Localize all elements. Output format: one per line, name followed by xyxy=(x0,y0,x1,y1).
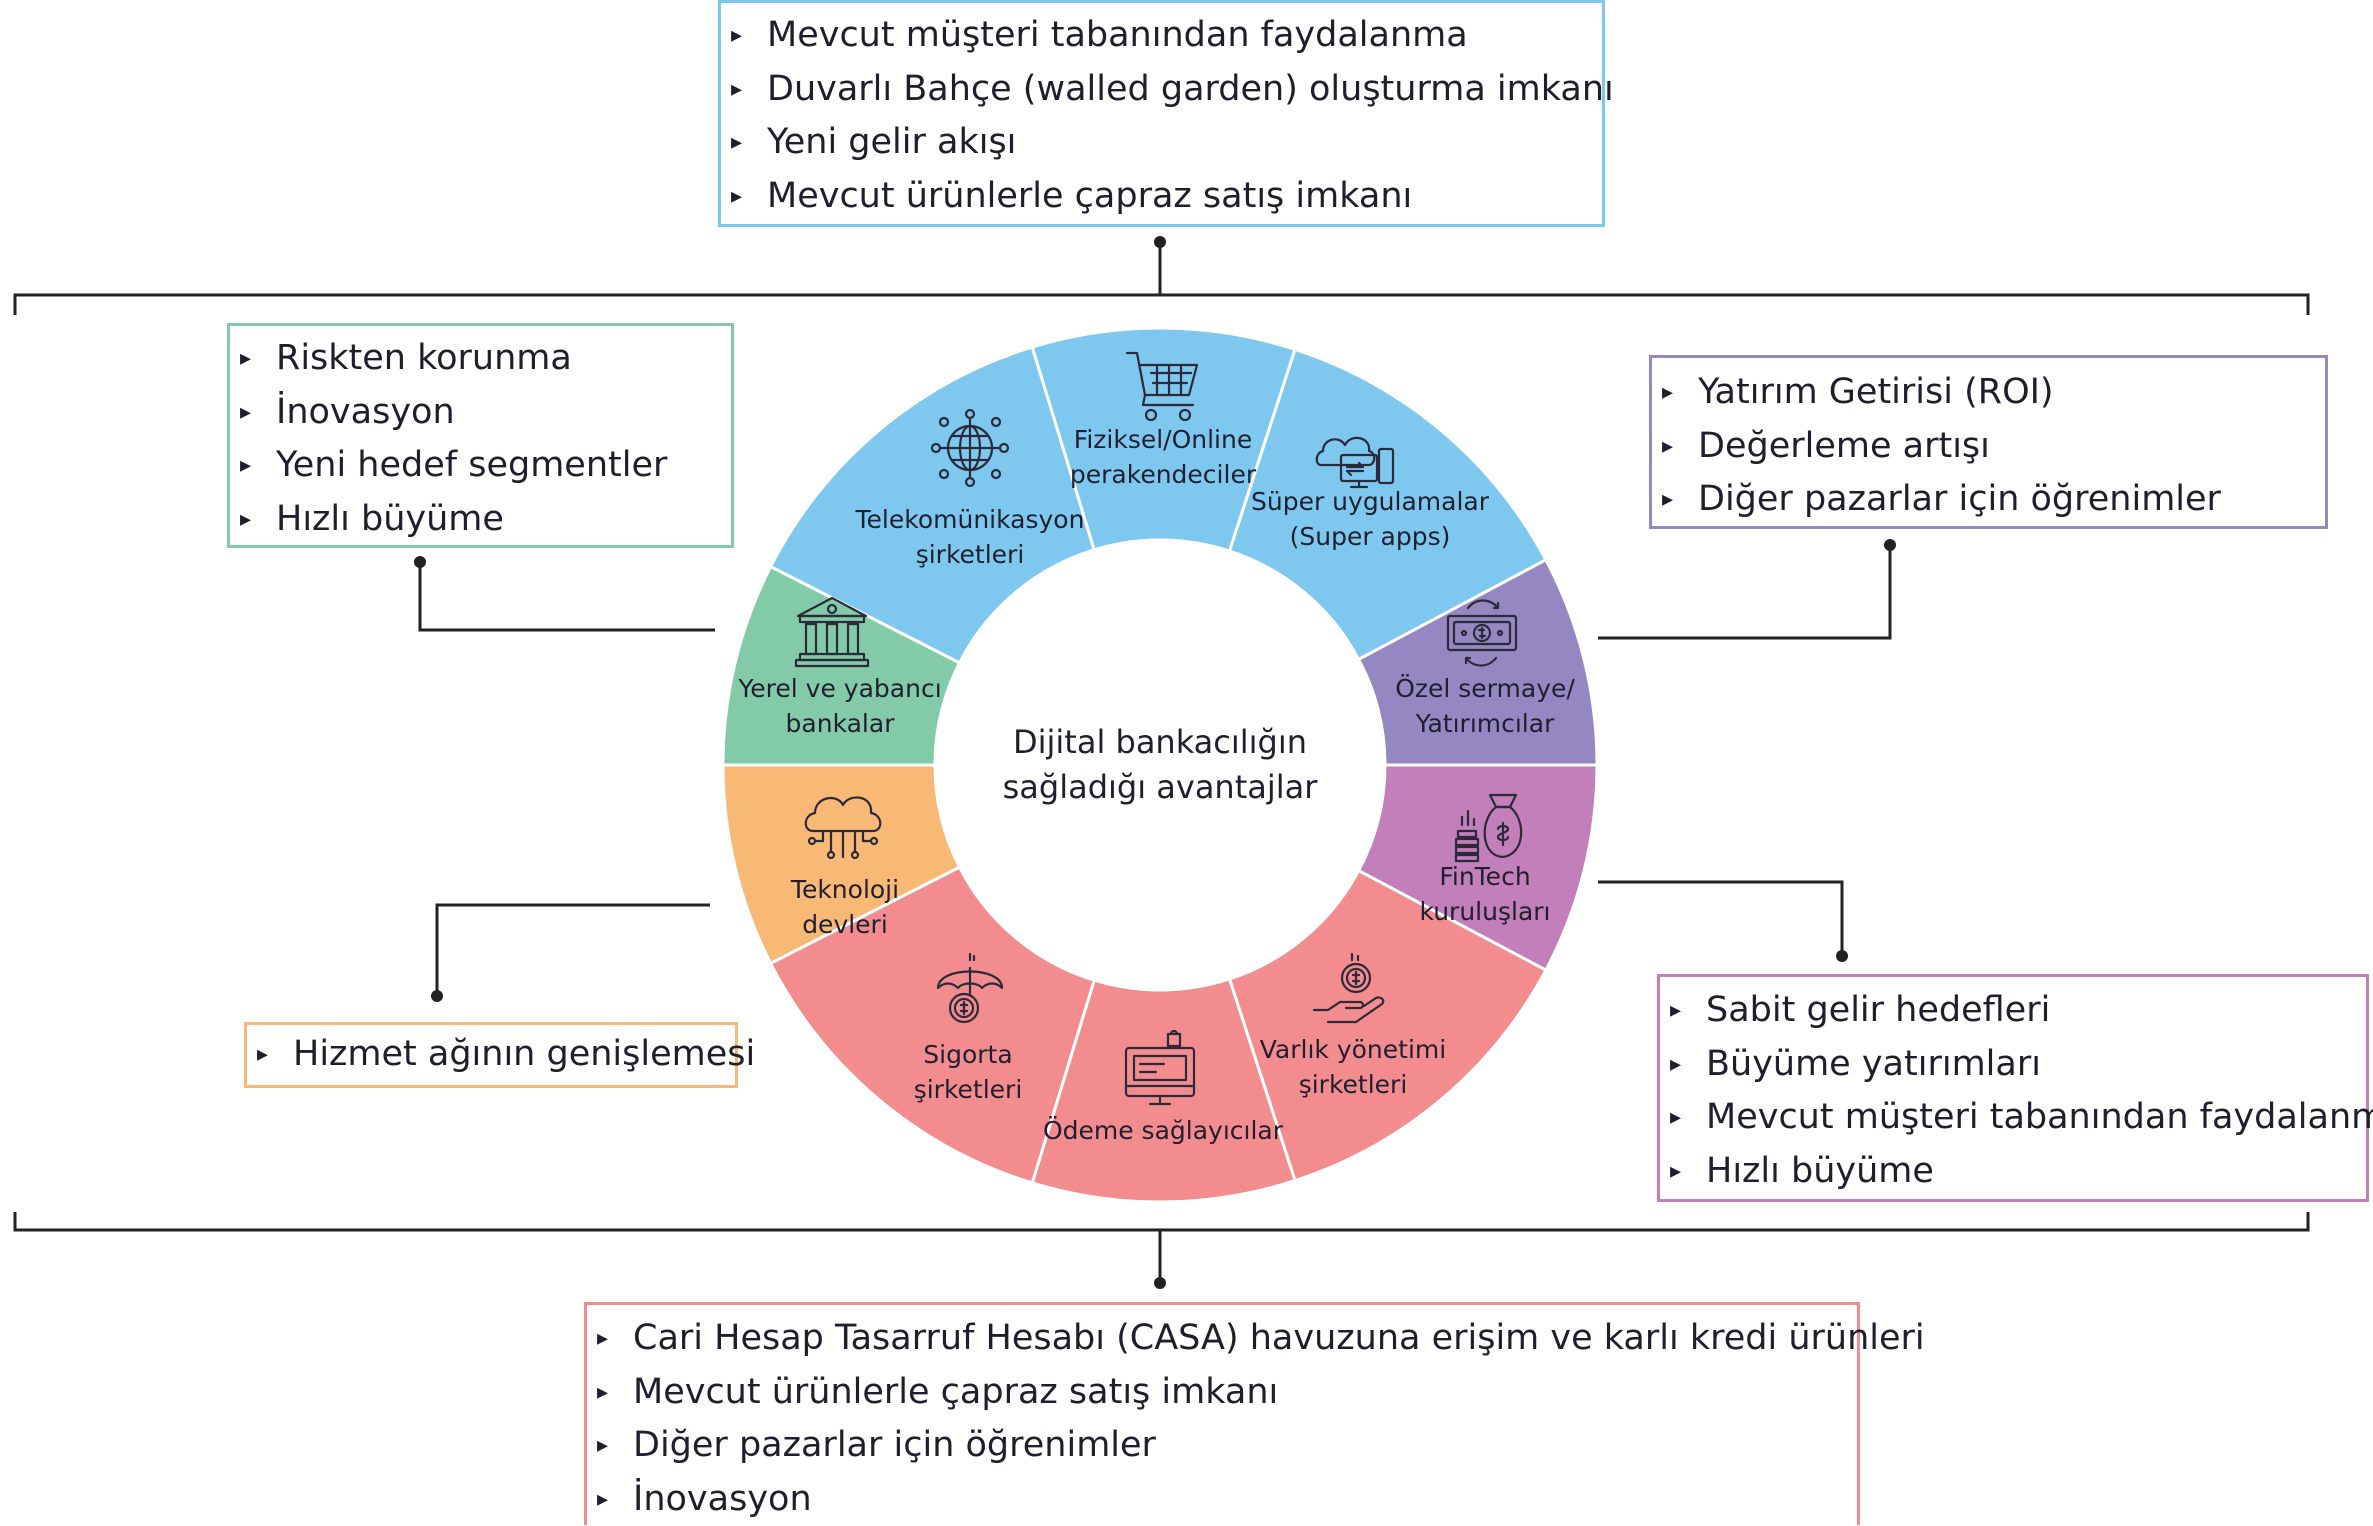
benefit-item: Yeni gelir akışı xyxy=(721,116,1602,170)
segment-ring: Telekomünikasyon şirketleri Fiziksel/Onlin… xyxy=(723,328,1597,1202)
segment-label-superapp: Süper uygulamalar xyxy=(1251,487,1490,516)
benefits-box-tech: Hizmet ağının genişlemesi xyxy=(244,1022,738,1088)
segment-label-retail: perakendeciler xyxy=(1070,460,1257,489)
center-title-line-2: sağladığı avantajlar xyxy=(1003,768,1319,806)
benefit-item: Değerleme artışı xyxy=(1652,420,2325,474)
bottom-connector-dot xyxy=(1154,1277,1166,1289)
benefit-item: İnovasyon xyxy=(230,386,731,440)
center-title-line-1: Dijital bankacılığın xyxy=(1013,723,1307,761)
benefits-box-bottom: Cari Hesap Tasarruf Hesabı (CASA) havuzu… xyxy=(584,1302,1860,1525)
bottom-bracket xyxy=(15,1212,2308,1230)
benefits-box-top: Mevcut müşteri tabanından faydalanmaDuva… xyxy=(718,0,1605,227)
top-bracket xyxy=(15,295,2308,315)
top-connector-dot xyxy=(1154,236,1166,248)
pe-connector-dot xyxy=(1884,539,1896,551)
segment-label-fintech: FinTech xyxy=(1439,862,1530,891)
banks-connector xyxy=(420,562,715,630)
segment-label-insurance: şirketleri xyxy=(914,1075,1023,1104)
fintech-connector xyxy=(1598,882,1842,956)
benefit-item: Mevcut müşteri tabanından faydalanma xyxy=(1660,1091,2366,1145)
benefit-item: Mevcut ürünlerle çapraz satış imkanı xyxy=(721,170,1602,224)
segment-label-tech: devleri xyxy=(802,910,888,939)
benefit-item: Diğer pazarlar için öğrenimler xyxy=(587,1419,1857,1473)
benefits-box-fintech: Sabit gelir hedefleriBüyüme yatırımlarıM… xyxy=(1657,974,2369,1202)
segment-label-private-equity: Özel sermaye/ xyxy=(1395,674,1575,703)
banks-connector-dot xyxy=(414,556,426,568)
benefit-item: Yatırım Getirisi (ROI) xyxy=(1652,366,2325,420)
benefit-item: Diğer pazarlar için öğrenimler xyxy=(1652,473,2325,527)
benefit-item: Hızlı büyüme xyxy=(230,493,731,547)
segment-label-banks: bankalar xyxy=(786,709,896,738)
segment-label-insurance: Sigorta xyxy=(923,1040,1012,1069)
benefit-item: Duvarlı Bahçe (walled garden) oluşturma … xyxy=(721,63,1602,117)
segment-label-telco: Telekomünikasyon xyxy=(855,505,1085,534)
segment-label-wealth: şirketleri xyxy=(1299,1070,1408,1099)
segment-label-banks: Yerel ve yabancı xyxy=(737,674,941,703)
pe-connector xyxy=(1598,545,1890,638)
segment-label-fintech: kuruluşları xyxy=(1420,897,1551,926)
benefit-item: Hızlı büyüme xyxy=(1660,1145,2366,1199)
benefit-item: Hizmet ağının genişlemesi xyxy=(247,1028,735,1082)
tech-connector-dot xyxy=(431,990,443,1002)
benefit-item: Mevcut ürünlerle çapraz satış imkanı xyxy=(587,1366,1857,1420)
benefit-item: Riskten korunma xyxy=(230,332,731,386)
segment-label-wealth: Varlık yönetimi xyxy=(1260,1035,1446,1064)
benefit-item: Sabit gelir hedefleri xyxy=(1660,984,2366,1038)
benefit-item: İnovasyon xyxy=(587,1473,1857,1526)
segment-label-private-equity: Yatırımcılar xyxy=(1415,709,1555,738)
benefit-item: Büyüme yatırımları xyxy=(1660,1038,2366,1092)
segment-label-telco: şirketleri xyxy=(916,540,1025,569)
segment-label-payment: Ödeme sağlayıcılar xyxy=(1043,1116,1284,1145)
benefits-box-banks: Riskten korunmaİnovasyonYeni hedef segme… xyxy=(227,323,734,548)
fintech-connector-dot xyxy=(1836,950,1848,962)
tech-connector xyxy=(437,905,710,996)
benefits-box-private-equity: Yatırım Getirisi (ROI)Değerleme artışıDi… xyxy=(1649,355,2328,529)
segment-label-tech: Teknoloji xyxy=(790,875,899,904)
benefit-item: Mevcut müşteri tabanından faydalanma xyxy=(721,9,1602,63)
segment-label-retail: Fiziksel/Online xyxy=(1074,425,1252,454)
segment-label-superapp: (Super apps) xyxy=(1290,522,1451,551)
benefit-item: Cari Hesap Tasarruf Hesabı (CASA) havuzu… xyxy=(587,1312,1857,1366)
benefit-item: Yeni hedef segmentler xyxy=(230,439,731,493)
